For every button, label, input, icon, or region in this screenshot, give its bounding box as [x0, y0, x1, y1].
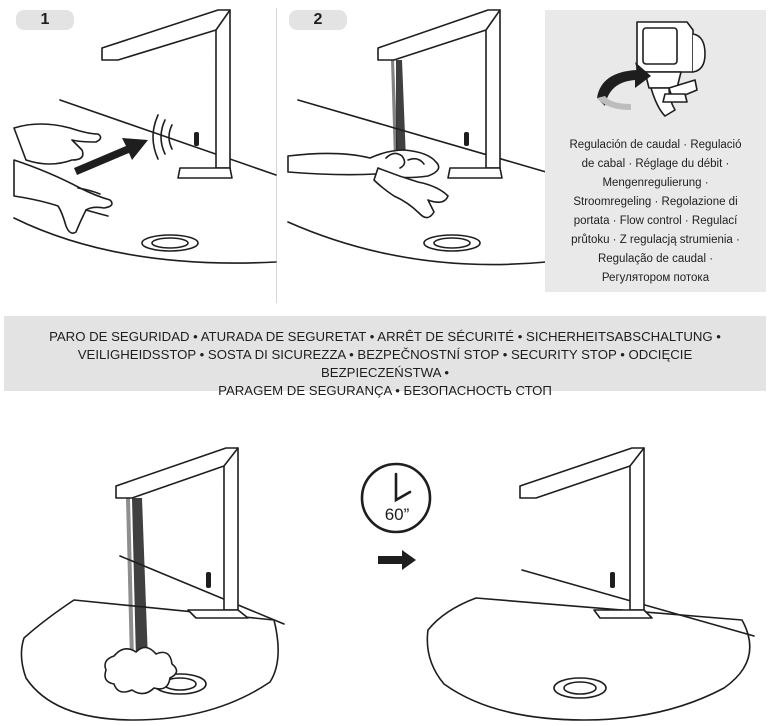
water-stream-icon: [391, 60, 406, 160]
safety-stop-banner: PARO DE SEGURIDAD • ATURADA DE SEGURETAT…: [4, 316, 766, 398]
counter-line: [297, 99, 547, 173]
basin-edge: [287, 221, 547, 266]
rotate-arrow-icon: [597, 62, 651, 110]
hands-washing-icon: [287, 149, 449, 219]
flow-control-line: Regulación de caudal · Regulació: [569, 139, 742, 151]
stopped-faucet-illustration: [426, 447, 755, 721]
timer-label: 60”: [384, 505, 410, 524]
sensor-wave-icon: [152, 114, 173, 160]
drain-icon: [553, 677, 607, 699]
safety-stop-line: PARO DE SEGURIDAD • ATURADA DE SEGURETAT…: [49, 329, 721, 344]
safety-stop-line: VEILIGHEIDSSTOP • SOSTA DI SICUREZZA • B…: [77, 347, 693, 380]
faucet-icon: [101, 9, 233, 179]
counter-line: [119, 555, 285, 625]
basin-edge: [13, 217, 277, 264]
flow-regulator-icon: [636, 21, 706, 117]
flow-control-line: Регулятором потока: [601, 272, 710, 284]
hand-wave-icon: [13, 123, 113, 234]
faucet-icon: [377, 9, 503, 179]
step-1-illustration: [13, 9, 277, 264]
running-faucet-illustration: [20, 447, 285, 721]
safety-stop-text: PARO DE SEGURIDAD • ATURADA DE SEGURETAT…: [16, 328, 754, 400]
flow-control-line: Stroomregeling · Regolazione di: [573, 196, 738, 208]
step-1-badge: 1: [16, 10, 74, 30]
flow-control-text: Regulación de caudal · Regulació de caba…: [545, 136, 766, 288]
step-2-badge: 2: [289, 10, 347, 30]
flow-control-line: Regulação de caudal ·: [597, 253, 714, 265]
counter-line: [59, 99, 277, 176]
basin-outline: [426, 597, 751, 721]
water-splash-icon: [104, 646, 178, 695]
flow-control-line: de cabal · Réglage du débit ·: [581, 158, 730, 170]
water-stream-icon: [126, 498, 148, 660]
flow-control-panel: Regulación de caudal · Regulació de caba…: [545, 10, 766, 292]
faucet-icon: [519, 447, 653, 619]
faucet-icon: [115, 447, 249, 619]
safety-stop-line: PARAGEM DE SEGURANÇA • БЕЗОПАСНОСТЬ СТОП: [218, 383, 552, 398]
flow-control-line: portata · Flow control · Regulací: [573, 215, 738, 227]
arrow-right-icon: [378, 550, 416, 570]
drain-icon: [423, 234, 481, 252]
column-divider: [276, 8, 277, 303]
approach-arrow-icon: [74, 138, 148, 175]
flow-control-line: Mengenregulierung ·: [602, 177, 709, 189]
clock-icon: [360, 462, 432, 534]
flow-control-line: průtoku · Z regulacją strumienia ·: [571, 234, 740, 246]
drain-icon: [141, 234, 199, 252]
basin-outline: [20, 599, 279, 721]
step-2-illustration: [287, 9, 547, 266]
